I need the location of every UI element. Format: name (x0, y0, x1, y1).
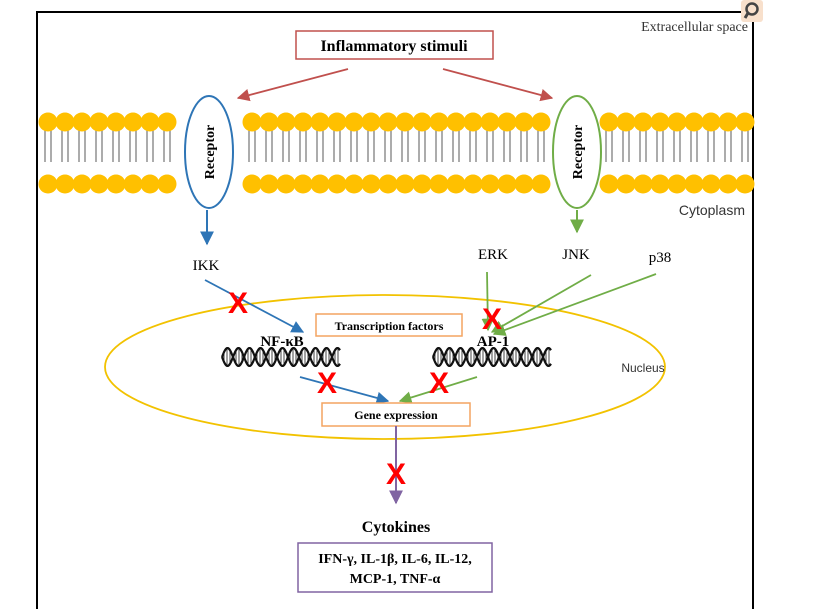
gene-expression-label: Gene expression (354, 408, 438, 422)
cytokine-list-line2: MCP-1, TNF-α (350, 572, 441, 587)
cytoplasm-label: Cytoplasm (679, 202, 745, 218)
ap1-label: AP-1 (477, 334, 510, 350)
p38-label: p38 (649, 250, 672, 266)
inhibition-x-icon: X (429, 367, 449, 400)
inflammatory-stimuli-label: Inflammatory stimuli (320, 38, 468, 55)
erk-to-ap1-arrow (481, 271, 495, 332)
receptor-left-label: Receptor (203, 125, 218, 179)
cytokine-list-box (297, 542, 493, 593)
receptor-right-label: Receptor (571, 125, 586, 179)
inflammatory-stimuli-box (295, 30, 494, 60)
stimuli-arrow-right (442, 68, 554, 102)
receptor-right (552, 95, 602, 209)
erk-label: ERK (478, 247, 508, 263)
ap1-to-gene-expression-arrow (398, 376, 478, 404)
nfkb-label: NF-κB (260, 334, 303, 350)
nucleus-membrane (104, 294, 666, 440)
ikk-to-nfkb-arrow (204, 279, 305, 333)
cytokines-label: Cytokines (362, 519, 430, 536)
transcription-factors-label: Transcription factors (335, 319, 444, 333)
receptor-left (184, 95, 234, 209)
jnk-to-ap1-arrow (490, 274, 592, 333)
dna-helix-icon (220, 347, 341, 367)
transcription-factors-box (315, 313, 463, 337)
stimuli-arrow-left (236, 68, 349, 102)
ikk-label: IKK (193, 258, 220, 274)
cell-membrane (38, 112, 755, 194)
dna-helix-icon (431, 347, 552, 367)
inhibition-x-icon: X (228, 287, 248, 320)
nucleus-label: Nucleus (621, 361, 664, 375)
inhibition-x-icon: X (317, 367, 337, 400)
inhibition-x-icon: X (482, 303, 502, 336)
p38-to-ap1-arrow (492, 273, 657, 336)
inhibition-x-icon: X (386, 458, 406, 491)
nfkb-to-gene-expression-arrow (299, 376, 390, 405)
jnk-label: JNK (562, 247, 590, 263)
zoom-icon[interactable] (741, 0, 763, 22)
cytokine-list-line1: IFN-γ, IL-1β, IL-6, IL-12, (318, 552, 472, 567)
diagram-frame (36, 11, 754, 609)
extracellular-space-label: Extracellular space (641, 20, 748, 35)
